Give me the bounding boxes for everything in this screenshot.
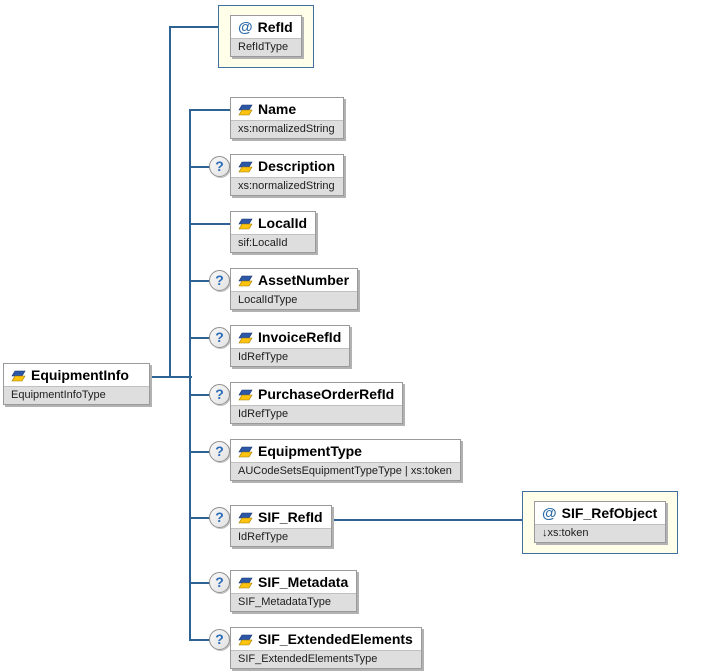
node-name: Name xs:normalizedString: [230, 97, 344, 139]
node-equipmenttype: ? EquipmentType AUCodeSetsEquipmentTypeT…: [209, 439, 461, 481]
attr-node-sif-refobject[interactable]: @ SIF_RefObject ↓xs:token: [522, 491, 679, 554]
connector-line: [189, 109, 232, 111]
node-assetnumber: ? AssetNumber LocalIdType: [209, 268, 359, 310]
element-icon: [238, 512, 253, 523]
connector-line: [152, 376, 192, 378]
connector-line: [169, 26, 171, 378]
connector-line: [189, 109, 191, 641]
element-icon: [238, 218, 253, 229]
element-name-label: SIF_RefId: [258, 509, 323, 525]
element-type-label: SIF_ExtendedElementsType: [231, 650, 421, 668]
element-type-label: sif:LocalId: [231, 234, 316, 252]
element-type-label: xs:normalizedString: [231, 177, 344, 195]
element-name-label: Name: [258, 101, 297, 117]
element-type-label: IdRefType: [231, 528, 331, 546]
element-icon: [238, 577, 253, 588]
element-type-label: SIF_MetadataType: [231, 593, 357, 611]
connector-line: [169, 26, 219, 28]
attr-type-label: ↓xs:token: [535, 524, 666, 542]
node-sif-extendedelements: ? SIF_ExtendedElements SIF_ExtendedEleme…: [209, 627, 422, 669]
element-icon: [238, 634, 253, 645]
connector-line: [189, 223, 232, 225]
element-icon: [238, 104, 253, 115]
node-localid: LocalId sif:LocalId: [230, 211, 317, 253]
optional-indicator: ?: [209, 384, 230, 405]
element-name-label: EquipmentInfo: [31, 367, 129, 383]
element-icon: [238, 161, 253, 172]
element-type-label: AUCodeSetsEquipmentTypeType | xs:token: [231, 462, 460, 480]
element-name-label: SIF_ExtendedElements: [258, 631, 413, 647]
element-name-label: AssetNumber: [258, 272, 350, 288]
element-type-label: IdRefType: [231, 348, 350, 366]
element-icon: [238, 389, 253, 400]
element-name-label: Description: [258, 158, 336, 174]
node-invoicerefid: ? InvoiceRefId IdRefType: [209, 325, 351, 367]
connector-line: [320, 519, 523, 521]
optional-indicator: ?: [209, 327, 230, 348]
attr-node-refid[interactable]: @ RefId RefIdType: [218, 5, 314, 68]
element-type-label: EquipmentInfoType: [4, 386, 149, 404]
node-description: ? Description xs:normalizedString: [209, 154, 345, 196]
attr-type-label: RefIdType: [231, 38, 301, 56]
element-type-label: LocalIdType: [231, 291, 358, 309]
element-name-label: SIF_Metadata: [258, 574, 349, 590]
node-sif-refid: ? SIF_RefId IdRefType: [209, 505, 332, 547]
element-type-label: IdRefType: [231, 405, 403, 423]
element-name-label: EquipmentType: [258, 443, 362, 459]
attr-name-label: RefId: [257, 19, 293, 35]
attribute-icon: @: [542, 505, 557, 522]
optional-indicator: ?: [209, 270, 230, 291]
node-sif-metadata: ? SIF_Metadata SIF_MetadataType: [209, 570, 358, 612]
element-icon: [238, 332, 253, 343]
element-icon: [238, 275, 253, 286]
element-icon: [11, 370, 26, 381]
node-purchaseorderrefid: ? PurchaseOrderRefId IdRefType: [209, 382, 404, 424]
attr-name-label: SIF_RefObject: [561, 505, 658, 521]
element-name-label: InvoiceRefId: [258, 329, 342, 345]
optional-indicator: ?: [209, 156, 230, 177]
element-name-label: PurchaseOrderRefId: [258, 386, 395, 402]
optional-indicator: ?: [209, 441, 230, 462]
optional-indicator: ?: [209, 507, 230, 528]
element-icon: [238, 446, 253, 457]
node-equipmentinfo: EquipmentInfo EquipmentInfoType: [3, 363, 150, 405]
optional-indicator: ?: [209, 629, 230, 650]
optional-indicator: ?: [209, 572, 230, 593]
attribute-icon: @: [238, 19, 253, 36]
element-name-label: LocalId: [258, 215, 308, 231]
element-type-label: xs:normalizedString: [231, 120, 343, 138]
